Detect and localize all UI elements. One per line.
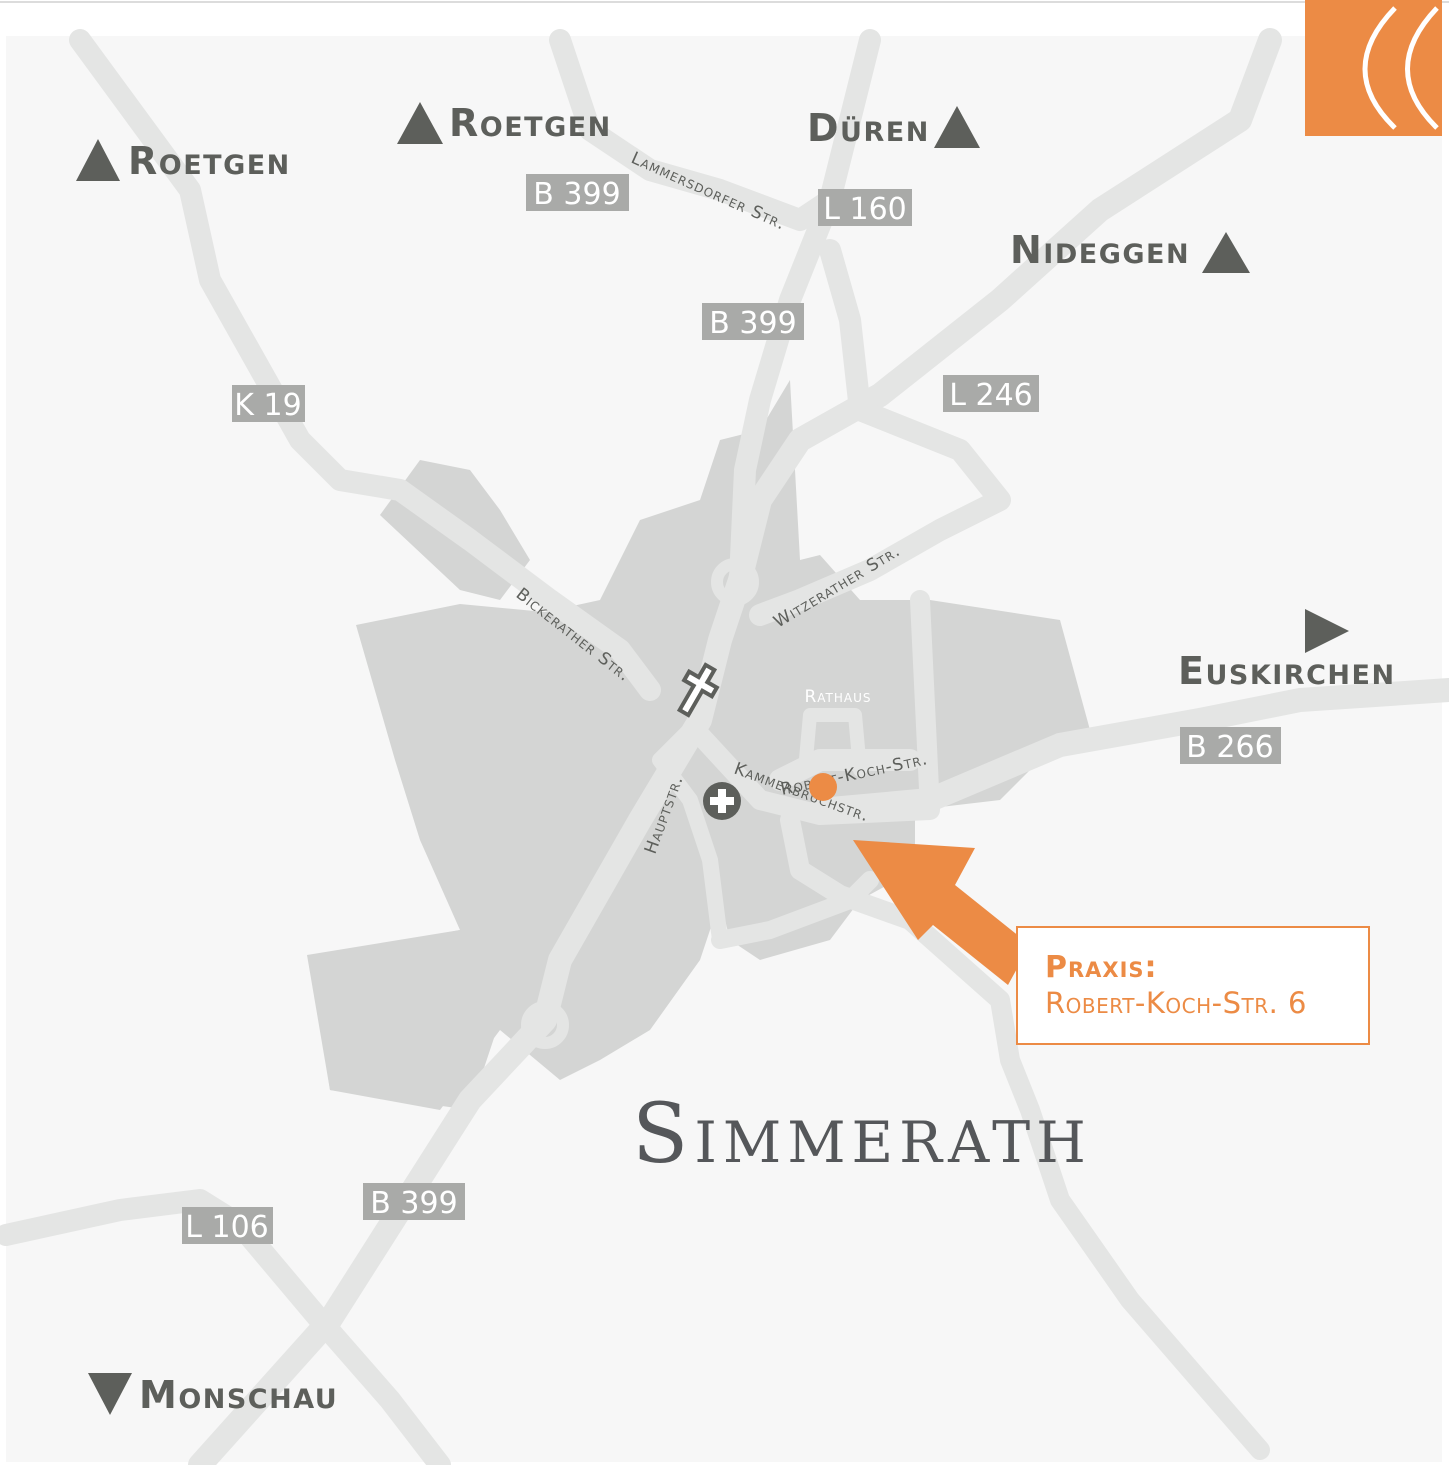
road-number-b266: B 266 xyxy=(1180,727,1281,765)
road-number-b399-south: B 399 xyxy=(363,1183,465,1221)
road-number-b399-center: B 399 xyxy=(702,303,804,341)
destination-euskirchen: Euskirchen xyxy=(1178,649,1396,693)
town-name: Simmerath xyxy=(632,1087,1092,1182)
church-cross-icon xyxy=(676,662,720,718)
svg-text:B 399: B 399 xyxy=(709,306,796,341)
destination-roetgen-top: Roetgen xyxy=(449,101,612,145)
roundabout-south xyxy=(521,1001,569,1049)
road-k19 xyxy=(69,29,661,701)
road-number-l106: L 106 xyxy=(182,1207,273,1245)
practice-location-dot-icon xyxy=(809,773,837,801)
medical-cross-icon xyxy=(703,782,741,820)
road-number-l246: L 246 xyxy=(943,375,1039,413)
svg-text:B 399: B 399 xyxy=(533,177,620,212)
destination-roetgen-left: Roetgen xyxy=(128,139,291,183)
road-l246 xyxy=(749,239,1011,626)
road-b399-main xyxy=(188,28,1282,1465)
road-robert-koch xyxy=(769,749,921,791)
svg-text:K 19: K 19 xyxy=(234,388,301,423)
road-hauptstr-west xyxy=(652,712,728,948)
road-number-k19: K 19 xyxy=(232,385,305,423)
svg-text:B 266: B 266 xyxy=(1186,730,1273,765)
praxis-pointer-arrow-icon xyxy=(853,840,1030,985)
svg-text:L 246: L 246 xyxy=(949,378,1033,413)
svg-text:L 160: L 160 xyxy=(823,192,907,227)
praxis-title: Praxis: xyxy=(1045,950,1158,985)
road-number-b399-north: B 399 xyxy=(526,174,629,212)
road-kammerbruch xyxy=(690,590,940,825)
arrow-up-icon xyxy=(934,106,980,148)
praxis-address: Robert-Koch-Str. 6 xyxy=(1045,986,1308,1020)
road-south-spur xyxy=(711,871,879,949)
road-number-l160: L 160 xyxy=(818,189,912,227)
arrow-up-icon xyxy=(397,102,443,144)
arrow-up-icon xyxy=(76,139,120,181)
arrow-up-icon xyxy=(1202,232,1250,273)
road-b399-center-branch xyxy=(729,189,841,591)
road-rathaus-loop xyxy=(798,708,867,777)
brand-logo xyxy=(1305,0,1442,136)
arrow-right-icon xyxy=(1305,609,1349,653)
landmark-rathaus: Rathaus xyxy=(804,687,871,707)
destination-monschau: Monschau xyxy=(139,1373,338,1417)
svg-text:B 399: B 399 xyxy=(370,1186,457,1221)
arrow-down-icon xyxy=(88,1373,132,1415)
road-south-loop xyxy=(780,810,1270,1460)
roundabout-north xyxy=(711,558,759,606)
svg-text:L 106: L 106 xyxy=(185,1210,269,1245)
praxis-callout: Praxis: Robert-Koch-Str. 6 xyxy=(1016,926,1370,1045)
destination-nideggen: Nideggen xyxy=(1010,228,1190,272)
destination-dueren: Düren xyxy=(807,106,930,150)
